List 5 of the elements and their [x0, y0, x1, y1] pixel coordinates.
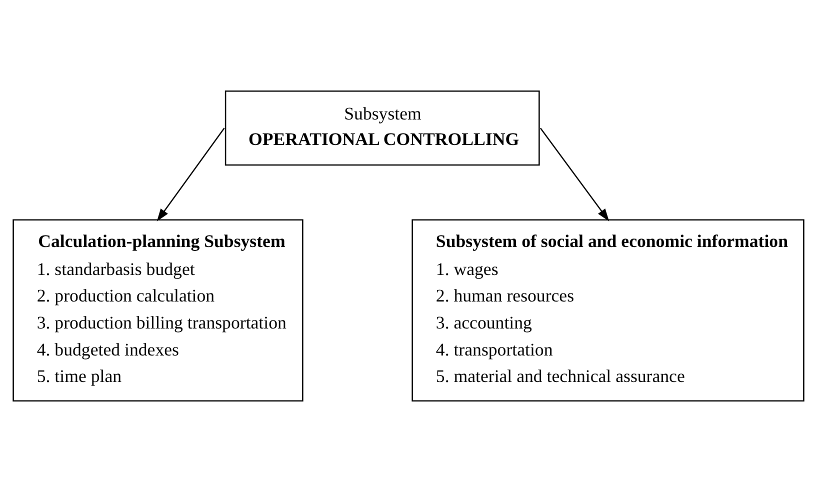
arrow: [540, 127, 610, 221]
arrow: [156, 127, 225, 221]
node-box: Subsystem OPERATIONAL CONTROLLING: [224, 90, 540, 166]
node-box: Subsystem of social and economic information 1. wages 2. human resources 3. accounting 4. transportation 5. material and technical assurance: [412, 218, 804, 402]
node-box: Calculation-planning Subsystem 1. standarbasis budget 2. production calculation 3. production billing transportation 4. budgeted indexes 5. time plan: [12, 218, 304, 402]
